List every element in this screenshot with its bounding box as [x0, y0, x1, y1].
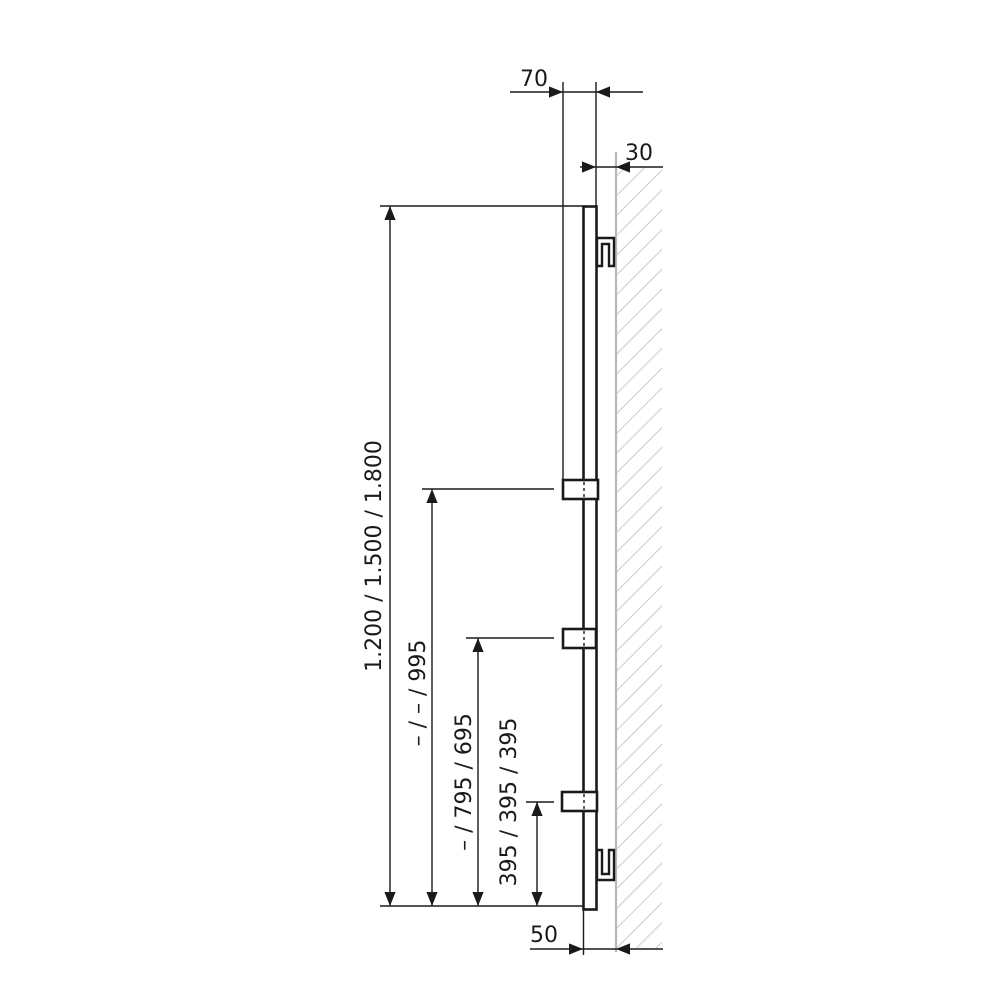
wall-hatching: [617, 168, 662, 948]
radiator: [560, 82, 616, 955]
bracket-2-height-label: – / 795 / 695: [452, 713, 477, 851]
wall-hook-bottom: [595, 848, 616, 882]
bracket-1-height-label: 395 / 395 / 395: [497, 718, 522, 887]
bracket-3: [561, 478, 600, 501]
depth-label: 70: [520, 67, 548, 92]
wall: [614, 152, 662, 952]
bracket-2: [561, 627, 598, 650]
radiator-body: [582, 205, 598, 911]
overall-height-label: 1.200 / 1.500 / 1.800: [362, 440, 387, 672]
bracket-1: [560, 790, 599, 813]
bracket-3-height-label: – / – / 995: [406, 640, 431, 747]
wall-clearance-top-label: 30: [625, 141, 653, 166]
wall-hook-top: [595, 236, 616, 268]
wall-clearance-bottom-label: 50: [530, 923, 558, 948]
reference-lines: [380, 205, 583, 907]
